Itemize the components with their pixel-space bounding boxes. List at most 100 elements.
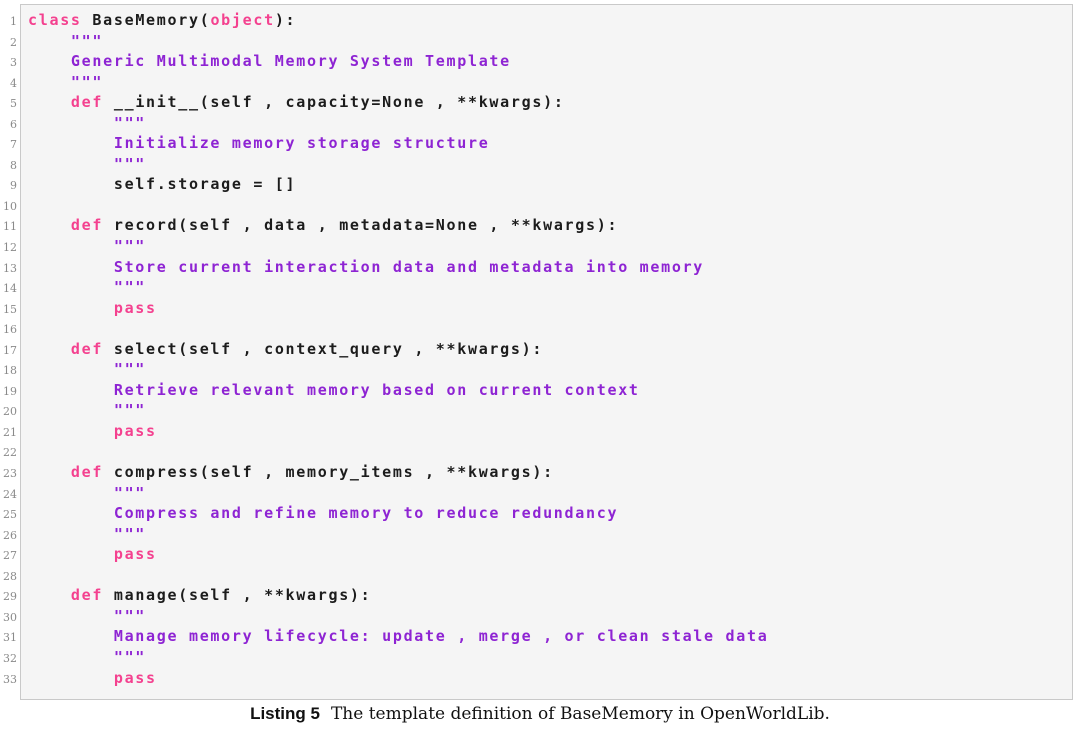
token-keyword: class (28, 11, 93, 29)
code-line: def compress(self , memory_items , **kwa… (28, 462, 1070, 483)
token-docstring: """ (28, 278, 147, 297)
token-docstring: Generic Multimodal Memory System Templat… (28, 52, 511, 71)
code-line: def manage(self , **kwargs): (28, 585, 1070, 606)
line-number: 23 (3, 467, 17, 481)
token-code: self.storage = [] (28, 175, 297, 194)
code-line: pass (28, 298, 1070, 319)
line-number: 8 (10, 158, 17, 172)
line-number: 16 (3, 323, 17, 337)
token-keyword: pass (28, 298, 157, 317)
line-number: 10 (3, 199, 17, 213)
code-line: Retrieve relevant memory based on curren… (28, 380, 1070, 401)
line-number: 33 (3, 672, 17, 686)
token-docstring: Initialize memory storage structure (28, 134, 490, 153)
line-number: 20 (3, 405, 17, 419)
code-line: """ (28, 154, 1070, 175)
token-code: manage(self , **kwargs): (113, 586, 372, 605)
code-line: Compress and refine memory to reduce red… (28, 503, 1070, 524)
code-line: pass (28, 421, 1070, 442)
code-line (28, 195, 1070, 216)
token-keyword: pass (28, 545, 157, 564)
line-number: 3 (10, 56, 17, 70)
code-line: """ (28, 113, 1070, 134)
token-docstring: """ (28, 524, 147, 543)
token-code: BaseMemory( (92, 11, 211, 29)
line-number: 18 (3, 364, 17, 378)
code-line: pass (28, 668, 1070, 689)
code-line: """ (28, 236, 1070, 257)
token-keyword: def (28, 586, 114, 605)
line-number: 32 (3, 651, 17, 665)
line-number: 31 (3, 631, 17, 645)
code-line: """ (28, 524, 1070, 545)
code-line (28, 318, 1070, 339)
token-code: select(self , context_query , **kwargs): (113, 339, 544, 358)
code-line: """ (28, 483, 1070, 504)
token-docstring: """ (28, 113, 147, 132)
token-docstring: """ (28, 606, 147, 625)
code-line: """ (28, 359, 1070, 380)
line-number: 26 (3, 528, 17, 542)
code-line: def select(self , context_query , **kwar… (28, 339, 1070, 360)
code-line: """ (28, 400, 1070, 421)
code-line: Manage memory lifecycle: update , merge … (28, 626, 1070, 647)
token-docstring: """ (28, 72, 104, 91)
code-line: Generic Multimodal Memory System Templat… (28, 51, 1070, 72)
token-keyword: def (28, 339, 114, 358)
token-docstring: """ (28, 154, 147, 173)
line-number: 22 (3, 446, 17, 460)
token-keyword: pass (28, 668, 157, 687)
token-code: ): (274, 11, 297, 29)
token-code: record(self , data , metadata=None , **k… (113, 216, 619, 235)
line-number: 28 (3, 569, 17, 583)
code-line: self.storage = [] (28, 174, 1070, 195)
code-line: pass (28, 544, 1070, 565)
token-docstring: """ (28, 647, 147, 666)
token-code: compress(self , memory_items , **kwargs)… (113, 463, 554, 482)
line-number: 1 (10, 15, 17, 28)
token-docstring: """ (28, 401, 147, 420)
line-number: 11 (3, 220, 17, 234)
line-number: 13 (3, 261, 17, 275)
line-number: 6 (10, 117, 17, 131)
code-line: def __init__(self , capacity=None , **kw… (28, 92, 1070, 113)
line-number: 19 (3, 384, 17, 398)
line-number: 29 (3, 590, 17, 604)
line-number: 15 (3, 302, 17, 316)
line-number: 21 (3, 425, 17, 439)
line-number: 30 (3, 610, 17, 624)
code-listing-frame: class BaseMemory(object): """ Generic Mu… (20, 4, 1073, 700)
code-line (28, 441, 1070, 462)
token-keyword: def (28, 463, 114, 482)
code-line: def record(self , data , metadata=None ,… (28, 215, 1070, 236)
token-docstring: Compress and refine memory to reduce red… (28, 504, 619, 523)
code-line: """ (28, 277, 1070, 298)
token-docstring: Store current interaction data and metad… (28, 257, 705, 276)
token-keyword: def (28, 216, 114, 235)
line-number: 17 (3, 343, 17, 357)
line-number: 24 (3, 487, 17, 501)
token-docstring: """ (28, 360, 147, 379)
token-docstring: """ (28, 483, 147, 502)
code-line: Store current interaction data and metad… (28, 257, 1070, 278)
caption-text: The template definition of BaseMemory in… (330, 704, 830, 724)
token-docstring: Retrieve relevant memory based on curren… (28, 380, 640, 399)
line-number: 4 (10, 76, 17, 90)
token-keyword: object (210, 11, 275, 29)
token-docstring: Manage memory lifecycle: update , merge … (28, 627, 769, 646)
code-line: """ (28, 31, 1070, 52)
line-number: 7 (10, 138, 17, 152)
token-docstring: """ (28, 31, 104, 50)
line-number: 27 (3, 549, 17, 563)
token-docstring: """ (28, 237, 147, 256)
line-number: 2 (10, 35, 17, 49)
token-keyword: pass (28, 421, 157, 440)
line-number: 12 (3, 241, 17, 255)
code-line: """ (28, 606, 1070, 627)
line-number: 5 (10, 97, 17, 111)
token-code: __init__(self , capacity=None , **kwargs… (113, 93, 565, 112)
line-number: 14 (3, 282, 17, 296)
line-number: 25 (3, 508, 17, 522)
